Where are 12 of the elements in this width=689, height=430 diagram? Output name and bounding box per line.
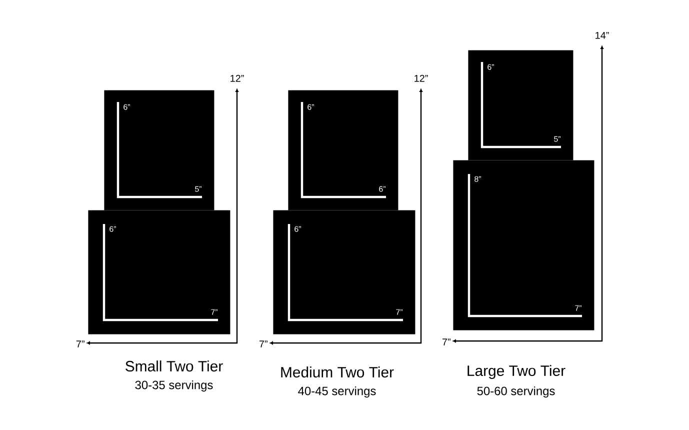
- cake-title: Small Two Tier: [126, 360, 223, 372]
- dimension-label: 7”: [76, 340, 84, 348]
- servings-text: 50-60 servings: [477, 386, 555, 398]
- dimension-label: 7”: [442, 338, 450, 346]
- dimension-label: 14”: [596, 32, 609, 39]
- servings-text: 30-35 servings: [135, 380, 213, 392]
- dimension-label: 7”: [259, 340, 268, 348]
- cake-title: Medium Two Tier: [281, 366, 394, 378]
- dimension-label: 12”: [414, 74, 428, 82]
- dimension-label: 12”: [230, 74, 244, 82]
- servings-text: 40-45 servings: [298, 386, 376, 398]
- cake-title: Large Two Tier: [468, 365, 566, 379]
